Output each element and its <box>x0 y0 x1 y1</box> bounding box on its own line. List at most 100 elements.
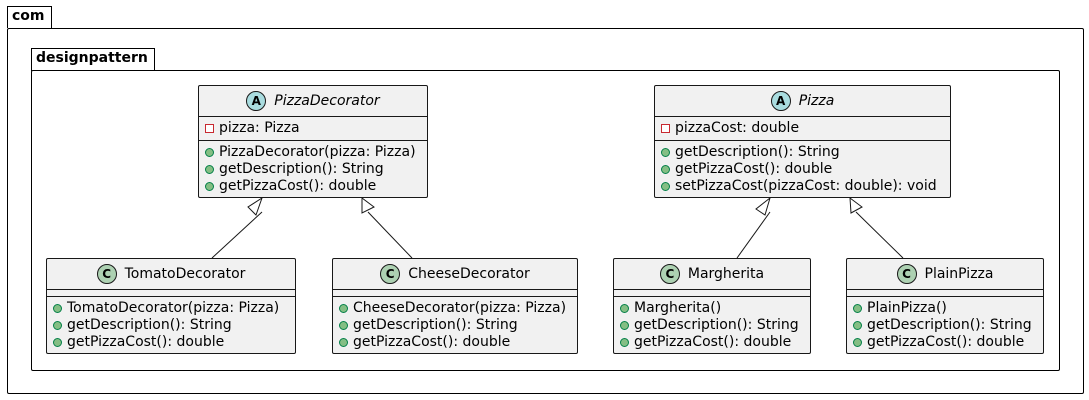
edge-margherita-to-pizza <box>736 211 771 259</box>
method-text: setPizzaCost(pizzaCost: double): void <box>675 178 937 194</box>
method-text: getDescription(): String <box>675 144 840 160</box>
public-visibility-icon <box>853 338 862 347</box>
field-row: pizzaCost: double <box>661 120 944 137</box>
method-text: getPizzaCost(): double <box>675 161 833 177</box>
abstract-class-badge-icon: A <box>246 91 267 111</box>
method-text: getDescription(): String <box>867 317 1032 333</box>
package-tab-designpattern: designpattern <box>31 48 155 71</box>
public-visibility-icon <box>339 321 348 330</box>
public-visibility-icon <box>53 321 62 330</box>
class-pizza: A Pizza pizzaCost: double getDescription… <box>654 85 951 198</box>
public-visibility-icon <box>853 321 862 330</box>
field-section <box>614 290 810 297</box>
method-row: getDescription(): String <box>853 317 1037 334</box>
class-name: TomatoDecorator <box>124 266 246 282</box>
method-row: getDescription(): String <box>339 317 571 334</box>
public-visibility-icon <box>661 165 670 174</box>
field-section <box>847 290 1043 297</box>
edge-tomato-to-decorator <box>211 211 263 259</box>
public-visibility-icon <box>205 182 214 191</box>
class-badge-icon: C <box>380 264 401 284</box>
method-row: Margherita() <box>620 300 804 317</box>
method-text: getDescription(): String <box>219 161 384 177</box>
public-visibility-icon <box>661 182 670 191</box>
method-row: CheeseDecorator(pizza: Pizza) <box>339 300 571 317</box>
method-text: getPizzaCost(): double <box>353 334 511 350</box>
method-row: PlainPizza() <box>853 300 1037 317</box>
method-row: getPizzaCost(): double <box>661 161 944 178</box>
method-section: PlainPizza() getDescription(): String ge… <box>847 297 1043 354</box>
class-header: A Pizza <box>655 86 950 117</box>
method-row: getDescription(): String <box>661 144 944 161</box>
method-text: CheeseDecorator(pizza: Pizza) <box>353 300 567 316</box>
package-label-designpattern: designpattern <box>36 50 148 66</box>
public-visibility-icon <box>661 148 670 157</box>
method-row: getPizzaCost(): double <box>620 334 804 351</box>
class-name: Margherita <box>687 266 765 282</box>
public-visibility-icon <box>620 338 629 347</box>
edge-cheese-to-decorator <box>367 211 413 259</box>
class-name: PlainPizza <box>924 266 994 282</box>
public-visibility-icon <box>53 304 62 313</box>
field-section <box>47 290 295 297</box>
class-name: CheeseDecorator <box>408 266 530 282</box>
method-section: PizzaDecorator(pizza: Pizza) getDescript… <box>199 141 427 198</box>
field-section: pizzaCost: double <box>655 117 950 141</box>
public-visibility-icon <box>205 148 214 157</box>
method-section: Margherita() getDescription(): String ge… <box>614 297 810 354</box>
method-text: getPizzaCost(): double <box>867 334 1025 350</box>
private-visibility-icon <box>205 124 214 133</box>
method-row: getDescription(): String <box>53 317 289 334</box>
method-row: getPizzaCost(): double <box>53 334 289 351</box>
arrowhead-pizza-right <box>849 196 863 214</box>
method-row: getDescription(): String <box>620 317 804 334</box>
class-header: C CheeseDecorator <box>333 259 577 290</box>
public-visibility-icon <box>339 338 348 347</box>
field-section <box>333 290 577 297</box>
method-section: CheeseDecorator(pizza: Pizza) getDescrip… <box>333 297 577 354</box>
method-text: getDescription(): String <box>353 317 518 333</box>
public-visibility-icon <box>53 338 62 347</box>
method-text: getDescription(): String <box>634 317 799 333</box>
method-text: TomatoDecorator(pizza: Pizza) <box>67 300 280 316</box>
field-section: pizza: Pizza <box>199 117 427 141</box>
arrowhead-decorator-left <box>247 196 263 216</box>
public-visibility-icon <box>205 165 214 174</box>
public-visibility-icon <box>620 321 629 330</box>
arrowhead-decorator-right <box>361 197 375 214</box>
class-badge-icon: C <box>96 264 117 284</box>
field-row: pizza: Pizza <box>205 120 421 137</box>
class-pizza-decorator: A PizzaDecorator pizza: Pizza PizzaDecor… <box>198 85 428 198</box>
package-label-com: com <box>12 8 45 24</box>
method-section: TomatoDecorator(pizza: Pizza) getDescrip… <box>47 297 295 354</box>
method-row: getPizzaCost(): double <box>339 334 571 351</box>
method-row: setPizzaCost(pizzaCost: double): void <box>661 178 944 195</box>
field-text: pizza: Pizza <box>219 120 300 136</box>
private-visibility-icon <box>661 124 670 133</box>
class-name: Pizza <box>798 93 835 109</box>
method-text: Margherita() <box>634 300 722 316</box>
abstract-class-badge-icon: A <box>770 91 791 111</box>
class-header: C Margherita <box>614 259 810 290</box>
edge-plainpizza-to-pizza <box>855 211 904 259</box>
method-row: PizzaDecorator(pizza: Pizza) <box>205 144 421 161</box>
class-plain-pizza: C PlainPizza PlainPizza() getDescription… <box>846 258 1044 354</box>
class-header: A PizzaDecorator <box>199 86 427 117</box>
class-header: C TomatoDecorator <box>47 259 295 290</box>
public-visibility-icon <box>620 304 629 313</box>
class-header: C PlainPizza <box>847 259 1043 290</box>
class-name: PizzaDecorator <box>274 93 380 109</box>
class-cheese-decorator: C CheeseDecorator CheeseDecorator(pizza:… <box>332 258 578 354</box>
class-badge-icon: C <box>659 264 680 284</box>
method-text: getDescription(): String <box>67 317 232 333</box>
method-row: TomatoDecorator(pizza: Pizza) <box>53 300 289 317</box>
method-text: PlainPizza() <box>867 300 947 316</box>
method-text: PizzaDecorator(pizza: Pizza) <box>219 144 416 160</box>
package-tab-com: com <box>7 6 52 28</box>
method-text: getPizzaCost(): double <box>219 178 377 194</box>
method-text: getPizzaCost(): double <box>67 334 225 350</box>
class-margherita: C Margherita Margherita() getDescription… <box>613 258 811 354</box>
arrowhead-pizza-left <box>755 196 771 216</box>
